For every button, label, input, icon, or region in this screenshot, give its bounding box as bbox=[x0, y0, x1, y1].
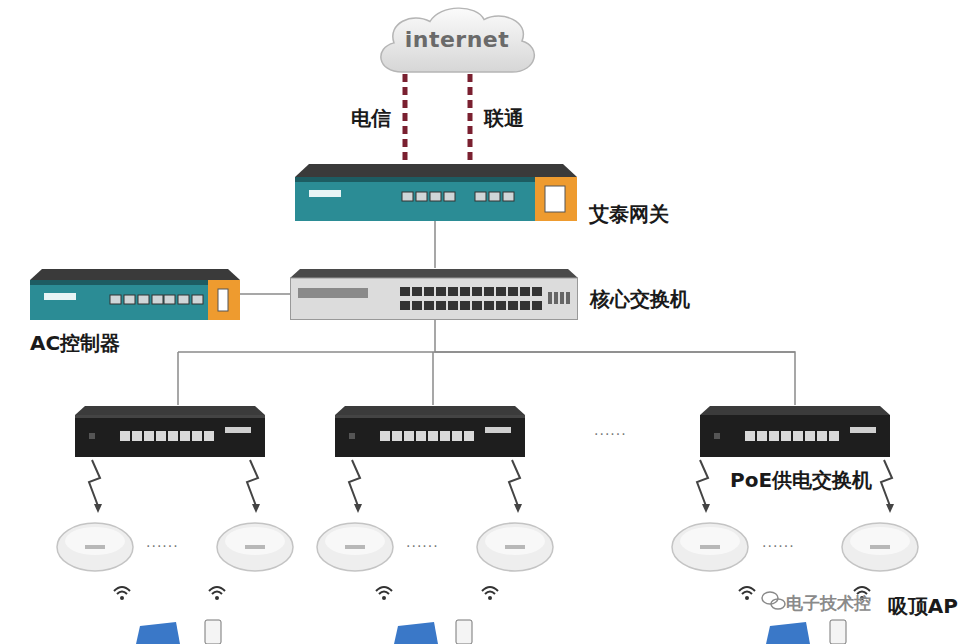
device-label: PoE供电交换机 bbox=[730, 467, 872, 494]
wifi-symbol bbox=[376, 587, 392, 600]
isp-label: 联通 bbox=[482, 105, 526, 132]
network-cable bbox=[435, 320, 795, 405]
device-label: 核心交换机 bbox=[590, 286, 690, 313]
ellipsis-dots: ...... bbox=[146, 534, 179, 550]
wireless-bolts bbox=[89, 460, 892, 506]
poe-switch-device bbox=[700, 405, 890, 457]
gateway-device bbox=[295, 163, 577, 221]
device-label: 吸顶AP bbox=[888, 593, 958, 620]
device-label: 艾泰网关 bbox=[589, 201, 669, 228]
wifi-symbol bbox=[739, 587, 755, 600]
ap-unit bbox=[217, 523, 293, 571]
ap-unit bbox=[317, 523, 393, 571]
network-cable bbox=[434, 221, 436, 268]
client-devices bbox=[136, 620, 846, 644]
ellipsis-dots: ...... bbox=[762, 534, 795, 550]
network-cable bbox=[240, 293, 290, 295]
internet-cloud: internet bbox=[372, 4, 542, 74]
ellipsis-dots: ...... bbox=[594, 422, 627, 438]
ap-unit bbox=[672, 523, 748, 571]
core-switch-box: 核心交换机 bbox=[290, 268, 578, 320]
ap-unit bbox=[57, 523, 133, 571]
wechat-icon bbox=[762, 592, 785, 609]
ceiling-ap-device bbox=[840, 517, 920, 573]
bolt-tips bbox=[94, 504, 894, 513]
wifi-symbol bbox=[114, 587, 130, 600]
device-label: AC控制器 bbox=[30, 330, 120, 357]
cloud-label: internet bbox=[405, 27, 510, 52]
gateway-box: 艾泰网关 bbox=[295, 163, 577, 221]
bus-lines bbox=[178, 352, 795, 405]
isp-link bbox=[468, 74, 473, 163]
isp-link bbox=[403, 74, 408, 163]
ap-unit bbox=[477, 523, 553, 571]
wifi-signals bbox=[114, 587, 870, 600]
poe-switch bbox=[75, 406, 265, 457]
poe-switches bbox=[75, 406, 525, 457]
poe-switch-box: PoE供电交换机 bbox=[700, 405, 890, 457]
ellipsis-dots: ...... bbox=[406, 534, 439, 550]
ceiling-aps bbox=[57, 523, 748, 571]
isp-label: 电信 bbox=[349, 105, 393, 132]
core-switch-device bbox=[290, 268, 578, 320]
wifi-symbol bbox=[482, 587, 498, 600]
poe-switch bbox=[335, 406, 525, 457]
wifi-symbol bbox=[209, 587, 225, 600]
ac-controller-device bbox=[30, 268, 240, 320]
ac-controller-box: AC控制器 bbox=[30, 268, 240, 320]
watermark: 电子技术控 bbox=[786, 592, 871, 615]
ceiling-ap-box: 吸顶AP bbox=[840, 517, 920, 573]
